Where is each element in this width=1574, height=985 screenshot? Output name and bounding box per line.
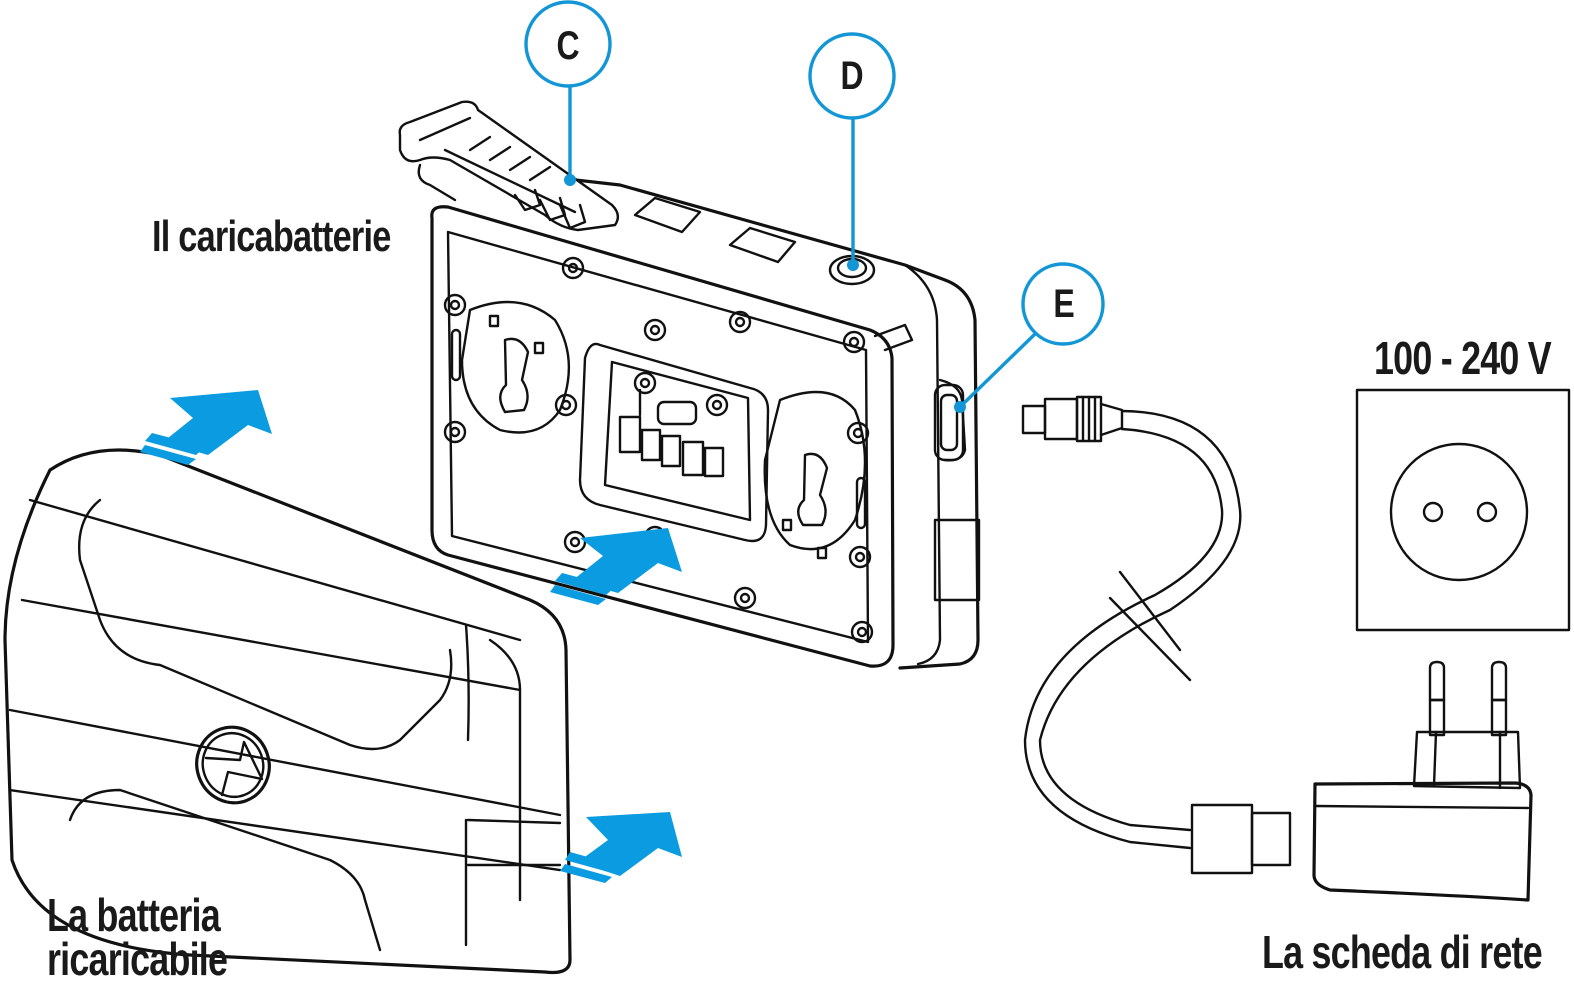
charger-label: Il caricabatterie: [152, 212, 391, 261]
usb-port: [933, 383, 965, 462]
charger-unit: [398, 100, 981, 670]
arrow-up-right-icon: [560, 812, 682, 883]
callout-d-letter: D: [840, 54, 864, 98]
adapter-label: La scheda di rete: [1262, 926, 1543, 978]
voltage-label: 100 - 240 V: [1374, 332, 1552, 384]
callout-d: [808, 32, 896, 271]
brand-logo-icon: [195, 725, 271, 805]
power-socket-icon: [1355, 388, 1571, 632]
callout-e-letter: E: [1053, 282, 1075, 326]
callout-c-letter: C: [556, 24, 580, 68]
callout-c: [524, 0, 612, 186]
battery-label-line1: La batteria: [47, 889, 221, 941]
usb-cable: [1021, 395, 1292, 875]
charger-latch: [398, 100, 620, 232]
power-adapter-icon: [1312, 660, 1533, 902]
charger-contacts: [618, 388, 725, 478]
battery-label-line2: ricaricabile: [47, 933, 228, 985]
arrow-up-right-icon: [550, 528, 682, 605]
battery-label: La batteria ricaricabile: [47, 889, 228, 985]
callout-e: [954, 262, 1105, 413]
battery-pack: [3, 448, 572, 975]
arrow-up-right-icon: [140, 390, 272, 465]
